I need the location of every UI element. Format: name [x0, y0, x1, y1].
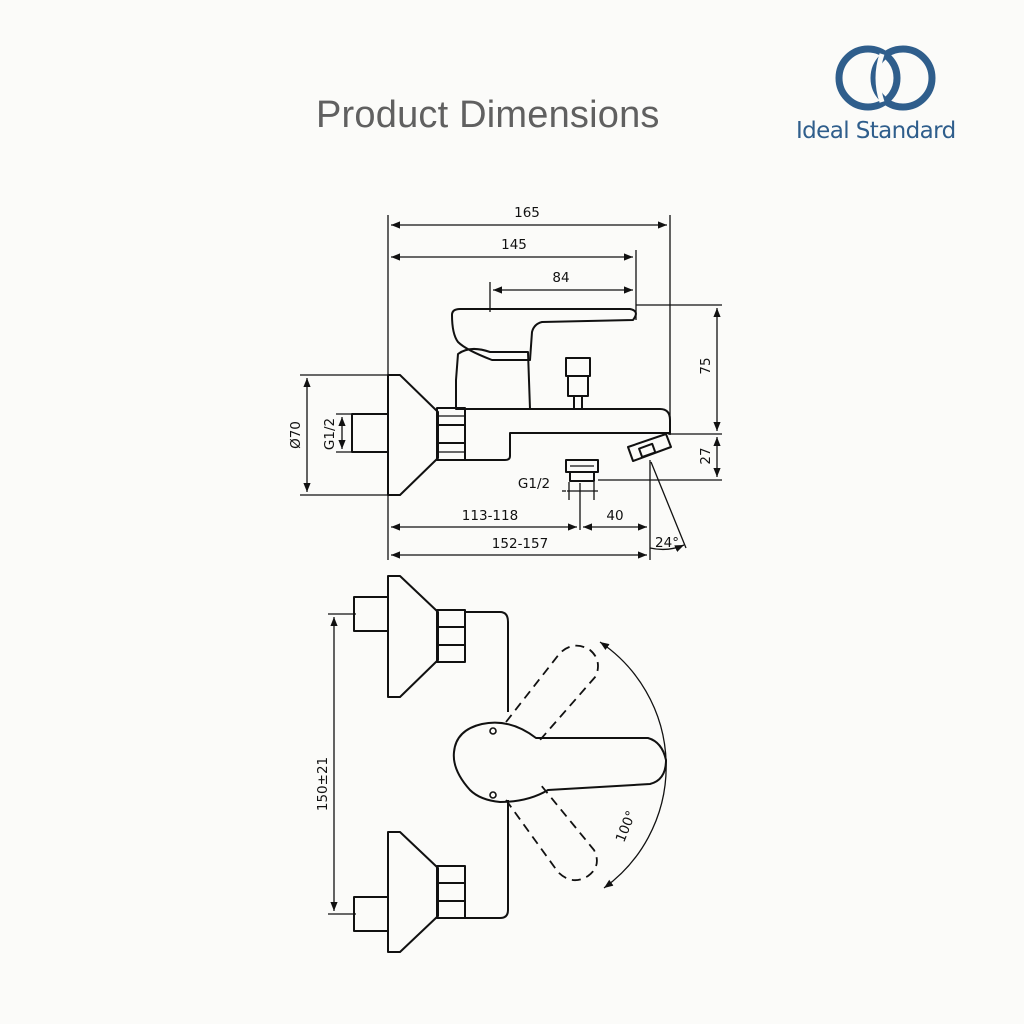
top-cartridge-disc — [452, 721, 667, 803]
top-upper-rosette — [387, 575, 439, 698]
front-cartridge-housing — [455, 348, 531, 410]
brand-logo: Ideal Standard — [796, 40, 986, 160]
top-lower-inlet-stub — [353, 896, 389, 932]
dim-lever-length: 84 — [552, 270, 569, 286]
dim-outlet-to-spout: 40 — [606, 508, 623, 524]
dim-inlet-centers: 150±21 — [315, 757, 331, 811]
dim-inlet-thread: G1/2 — [322, 418, 338, 450]
front-shower-outlet — [565, 459, 599, 482]
top-view — [353, 575, 667, 953]
front-spout — [627, 433, 672, 462]
dim-lever-rotation: 100° — [613, 808, 640, 844]
top-mixer-body — [465, 611, 509, 919]
dim-lever-reach: 145 — [501, 237, 527, 253]
top-lower-rosette — [387, 831, 439, 953]
dim-wall-to-outlet: 113-118 — [462, 508, 518, 524]
top-lever-screw-2 — [489, 791, 497, 799]
front-hex-nut — [436, 407, 466, 461]
front-mixer-body — [464, 408, 671, 461]
top-upper-hex-nut — [436, 609, 466, 663]
top-view-dimensions — [328, 613, 667, 915]
dim-height-above-body: 75 — [698, 357, 714, 374]
front-spout-tip — [638, 442, 657, 459]
dim-overall-width: 165 — [514, 205, 540, 221]
top-view-labels: 150±21 100° — [315, 757, 640, 845]
dim-wall-to-spout: 152-157 — [492, 536, 548, 552]
dim-rosette-diameter: Ø70 — [288, 421, 304, 449]
front-wall-rosette — [387, 374, 439, 496]
top-lever-rotation-ghosts — [505, 644, 599, 882]
dim-outlet-thread: G1/2 — [518, 476, 550, 492]
front-view-labels: 165 145 84 75 27 Ø70 G1/2 G1/2 113-118 4… — [288, 205, 714, 552]
top-lower-hex-nut — [436, 865, 466, 919]
interlocking-rings-logo-icon — [835, 45, 936, 111]
dim-spout-angle: 24° — [655, 535, 679, 551]
front-view — [351, 308, 672, 496]
front-inlet-stub — [351, 413, 389, 453]
page-title: Product Dimensions — [316, 94, 660, 136]
lever-ghost-lower — [505, 783, 598, 882]
top-upper-inlet-stub — [353, 596, 389, 632]
front-diverter-knob — [565, 357, 591, 410]
dim-outlet-height: 27 — [698, 447, 714, 464]
front-lever — [451, 308, 637, 361]
top-lever-screw — [489, 727, 497, 735]
lever-ghost-upper — [505, 644, 599, 741]
brand-name: Ideal Standard — [796, 118, 956, 144]
front-view-dimensions — [300, 215, 722, 560]
